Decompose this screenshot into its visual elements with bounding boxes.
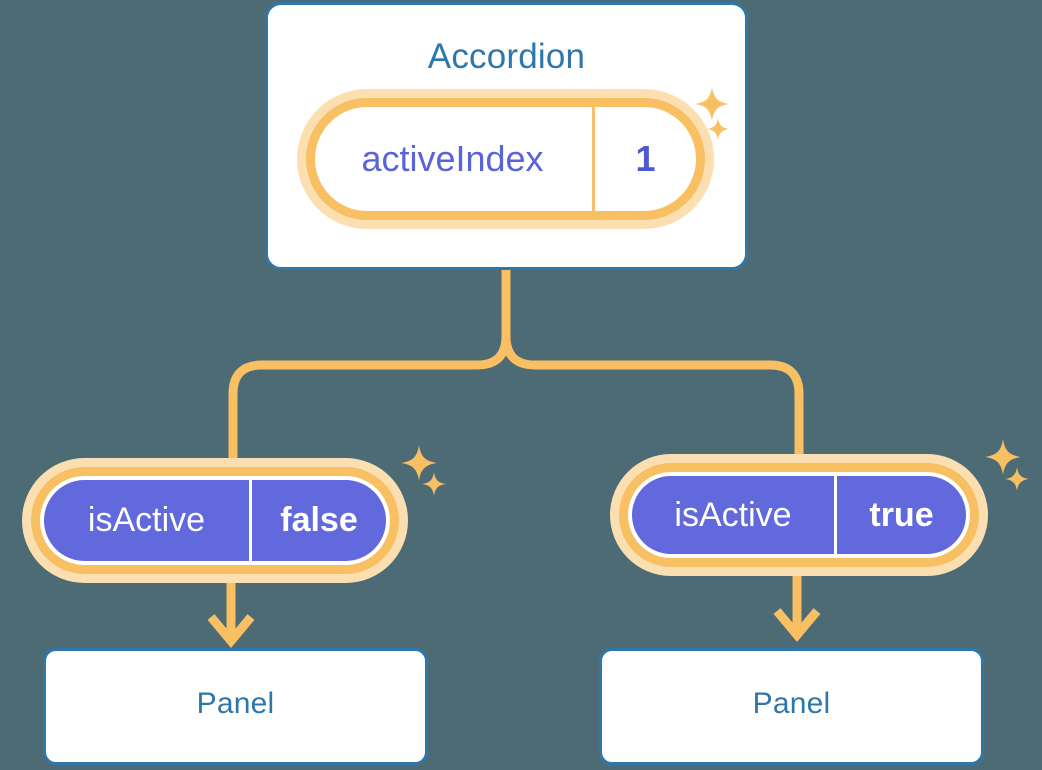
sparkle-icon — [1004, 466, 1030, 492]
connector-branch-right — [501, 331, 804, 461]
state-pill-value: 1 — [635, 138, 656, 179]
arrowhead-right — [773, 608, 821, 643]
connector-branch-left — [228, 331, 511, 465]
sparkle-icon — [984, 438, 1022, 476]
state-pill-key: isActive — [44, 480, 252, 561]
state-pill-value: true — [869, 495, 934, 534]
component-title-panel: Panel — [196, 687, 275, 720]
state-pill-is-active-left[interactable]: isActive false — [40, 476, 390, 565]
sparkle-icon — [421, 471, 447, 497]
component-card-panel-left[interactable]: Panel — [43, 648, 428, 765]
state-pill-key: activeIndex — [315, 107, 595, 211]
sparkle-icon — [400, 444, 438, 482]
arrowhead-left — [207, 614, 255, 649]
state-pill-is-active-right[interactable]: isActive true — [628, 472, 970, 558]
state-pill-value: false — [280, 501, 358, 539]
component-title-accordion: Accordion — [427, 37, 586, 76]
component-card-panel-right[interactable]: Panel — [599, 648, 984, 765]
state-pill-key: isActive — [632, 476, 837, 554]
component-title-panel: Panel — [752, 687, 831, 720]
state-pill-active-index[interactable]: activeIndex 1 — [306, 98, 705, 220]
